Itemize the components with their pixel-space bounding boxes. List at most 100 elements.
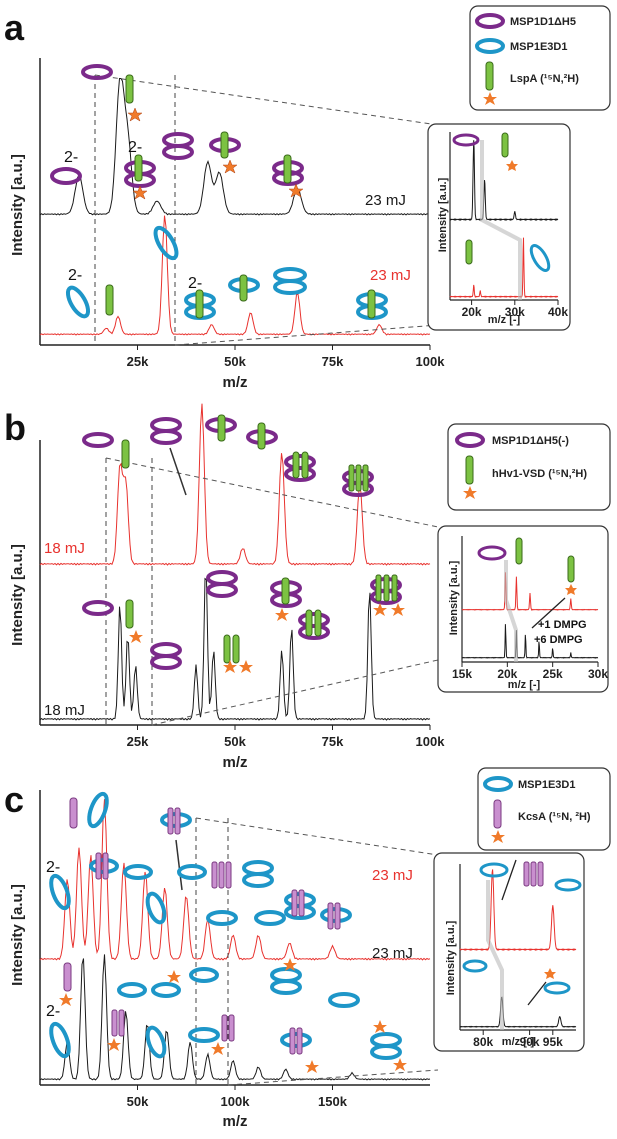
msp-ring-blue-icon — [270, 979, 302, 995]
msp-ring-icon — [150, 429, 182, 445]
msp-ring-blue-icon — [65, 285, 91, 319]
legend-kcsa-cylinder-icon — [493, 799, 502, 829]
legend-msp-ring-icon — [455, 432, 485, 448]
kcsa-cylinder-icon — [167, 807, 174, 835]
kcsa-cylinder-icon — [221, 1014, 228, 1042]
kcsa-cylinder-icon — [289, 1027, 296, 1055]
legend-cylinder-icon — [485, 61, 494, 91]
star-icon — [275, 608, 289, 621]
msp-ring-icon — [162, 144, 194, 160]
panel-a-zoom-line-bottom — [174, 324, 439, 346]
star-icon — [223, 660, 237, 673]
kcsa-cylinder-icon — [111, 1009, 118, 1037]
panel-b-energy-bottom: 18 mJ — [44, 702, 85, 719]
panel-a-inset-trace-bottom — [449, 237, 559, 298]
star-icon — [305, 1060, 319, 1073]
panel-a-legend-box — [469, 5, 611, 111]
x-tick-label: 100k — [416, 354, 446, 369]
vsd-cylinder-icon — [292, 451, 300, 479]
kcsa-cylinder-icon — [228, 1014, 235, 1042]
x-tick-label: 15k — [452, 667, 472, 681]
x-tick-label: 75k — [322, 354, 344, 369]
star-icon — [127, 107, 143, 122]
panel-b-inset-guide — [504, 560, 518, 662]
x-tick-label: 75k — [322, 734, 344, 749]
panel-c-xlabel: m/z — [222, 1113, 247, 1130]
lspa-cylinder-icon — [465, 239, 473, 265]
panel-a-legend-item-1: MSP1D1ΔH5 — [510, 16, 576, 28]
x-tick-label: 50k — [224, 354, 246, 369]
panel-c-inset-xlabel: m/z [-] — [502, 1036, 535, 1048]
x-tick-label: 100k — [221, 1094, 251, 1109]
legend-msp-ring-blue-icon — [483, 776, 513, 792]
kcsa-cylinder-icon — [296, 1027, 303, 1055]
lspa-cylinder-icon — [105, 284, 114, 316]
vsd-cylinder-icon — [383, 574, 390, 602]
x-tick-label: 80k — [473, 1035, 493, 1049]
panel-b-trace-bottom — [39, 577, 431, 721]
panel-a-charge-label-2: 2- — [128, 139, 142, 156]
msp-ring-blue-icon — [328, 992, 360, 1008]
pointer-arrow — [501, 859, 517, 901]
panel-b-inset-box — [437, 525, 609, 693]
msp-ring-icon — [298, 624, 330, 640]
panel-b-inset-trace-bottom — [461, 624, 599, 659]
panel-a-charge-label-4: 2- — [188, 275, 202, 292]
vsd-cylinder-icon — [257, 422, 266, 450]
panel-c-legend: MSP1E3D1 KcsA (¹⁵N, ²H) — [477, 767, 611, 851]
panel-a-inset-guide — [480, 140, 522, 300]
pointer-arrow — [531, 597, 566, 629]
lspa-cylinder-icon — [125, 74, 134, 104]
star-icon — [107, 1038, 121, 1051]
legend-star-icon — [491, 830, 505, 843]
x-tick-label: 25k — [127, 354, 149, 369]
msp-ring-blue-icon — [242, 872, 274, 888]
panel-b-trace-top — [39, 403, 431, 566]
star-icon — [222, 159, 238, 174]
msp-ring-blue-icon — [462, 959, 488, 973]
star-icon — [211, 1042, 225, 1055]
pointer-arrow — [169, 447, 187, 496]
panel-c-inset-box — [433, 852, 585, 1052]
panel-c-legend-item-2: KcsA (¹⁵N, ²H) — [518, 811, 591, 823]
kcsa-cylinder-icon — [523, 861, 530, 887]
vsd-cylinder-icon — [348, 464, 355, 492]
msp-ring-blue-icon — [370, 1044, 402, 1060]
kcsa-cylinder-icon — [225, 861, 232, 889]
panel-c-legend-box — [477, 767, 611, 851]
msp-ring-icon — [150, 654, 182, 670]
vsd-cylinder-icon — [314, 609, 322, 637]
vsd-cylinder-icon — [305, 609, 313, 637]
panel-c-energy-top: 23 mJ — [372, 867, 413, 884]
vsd-cylinder-icon — [391, 574, 398, 602]
x-tick-label: 20k — [462, 305, 482, 319]
panel-a-legend-item-2: MSP1E3D1 — [510, 41, 567, 53]
panel-b-legend-box — [447, 423, 611, 511]
msp-ring-blue-icon — [479, 862, 509, 878]
kcsa-cylinder-icon — [530, 861, 537, 887]
x-tick-label: 50k — [224, 734, 246, 749]
msp-ring-blue-icon — [254, 910, 286, 926]
panel-c-inset-guide — [486, 880, 504, 1030]
star-icon — [391, 603, 405, 616]
msp-ring-blue-icon — [188, 1027, 220, 1043]
star-icon — [132, 185, 148, 200]
legend-star-icon — [463, 486, 477, 499]
kcsa-cylinder-icon — [118, 1009, 125, 1037]
panel-a-letter: a — [4, 7, 25, 48]
kcsa-cylinder-icon — [211, 861, 218, 889]
star-icon — [129, 630, 143, 643]
star-icon — [544, 968, 556, 979]
msp-ring-icon — [477, 545, 507, 561]
msp-ring-blue-icon — [145, 1025, 167, 1059]
msp-ring-blue-icon — [529, 244, 551, 272]
panel-c-letter: c — [4, 779, 24, 820]
msp-ring-icon — [206, 582, 238, 598]
panel-a-energy-bottom: 23 mJ — [370, 267, 411, 284]
